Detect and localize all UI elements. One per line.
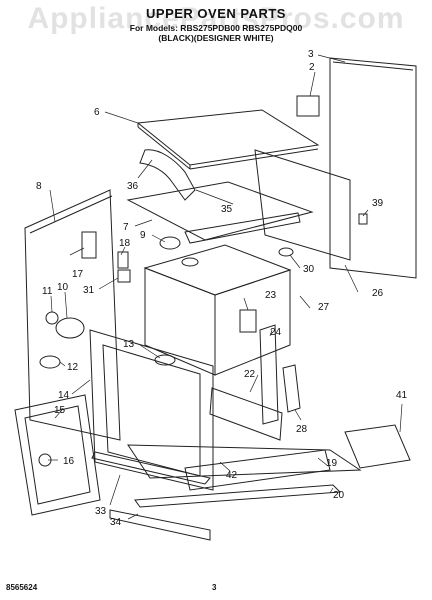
part-blower xyxy=(159,236,181,250)
part-terminal xyxy=(39,355,61,369)
part-slide-rail xyxy=(209,387,283,441)
part-hinge xyxy=(154,354,176,366)
part-grommet xyxy=(278,247,294,257)
part-door-gasket-inner xyxy=(24,405,91,505)
part-bottom-panel xyxy=(127,444,362,479)
part-cover xyxy=(344,424,411,469)
part-middle-plate xyxy=(126,181,314,241)
callout-23: 23 xyxy=(265,290,277,301)
callout-13: 13 xyxy=(123,339,135,350)
part-lower-panel xyxy=(184,449,331,491)
part-left-side-panel xyxy=(24,189,121,441)
callout-35: 35 xyxy=(221,204,233,215)
callout-8: 8 xyxy=(36,181,42,192)
callout-14: 14 xyxy=(58,390,70,401)
callout-28: 28 xyxy=(296,424,308,435)
callout-2: 2 xyxy=(309,62,315,73)
callout-33: 33 xyxy=(95,506,107,517)
callout-7: 7 xyxy=(123,222,129,233)
page-title: UPPER OVEN PARTS xyxy=(146,6,286,21)
part-rear-side-panel xyxy=(329,57,417,279)
callout-22: 22 xyxy=(244,369,256,380)
callout-12: 12 xyxy=(67,362,79,373)
part-screw xyxy=(358,213,368,225)
part-bottom-trim xyxy=(109,509,211,541)
part-cavity-port xyxy=(181,257,199,267)
model-colors: (BLACK)(DESIGNER WHITE) xyxy=(158,33,274,43)
callout-34: 34 xyxy=(110,517,122,528)
part-trim-strip xyxy=(91,451,211,485)
part-top-panel xyxy=(136,109,320,166)
part-front-frame-inner xyxy=(102,344,201,477)
part-switch xyxy=(81,231,97,259)
page-number: 3 xyxy=(212,583,217,592)
callout-labels: 3 2 6 36 35 7 9 8 17 18 31 11 10 12 13 1… xyxy=(36,49,408,528)
callout-20: 20 xyxy=(333,490,345,501)
part-light-lens xyxy=(55,317,85,339)
callout-30: 30 xyxy=(303,264,315,275)
part-kick-panel xyxy=(134,484,342,508)
callout-36: 36 xyxy=(127,181,139,192)
callout-42: 42 xyxy=(226,470,238,481)
part-probe-plate xyxy=(239,309,257,333)
part-oven-cavity-side xyxy=(214,269,291,376)
callout-41: 41 xyxy=(396,390,408,401)
callout-10: 10 xyxy=(57,282,69,293)
document-number: 8565624 xyxy=(6,583,38,592)
part-connector xyxy=(117,269,131,283)
part-latch xyxy=(282,364,301,413)
part-duct xyxy=(139,149,196,201)
callout-19: 19 xyxy=(326,458,338,469)
callout-16: 16 xyxy=(63,456,75,467)
part-front-frame xyxy=(89,329,214,491)
callout-9: 9 xyxy=(140,230,146,241)
part-bracket xyxy=(296,95,320,117)
model-numbers: For Models: RBS275PDB00 RBS275PDQ00 xyxy=(129,23,303,33)
callout-11: 11 xyxy=(42,286,53,297)
part-back-panel xyxy=(254,149,351,261)
part-oven-cavity-top xyxy=(143,244,292,296)
callout-6: 6 xyxy=(94,107,100,118)
part-plate-flange xyxy=(184,212,301,244)
callout-39: 39 xyxy=(372,198,384,209)
callout-3: 3 xyxy=(308,49,314,60)
callout-17: 17 xyxy=(72,269,84,280)
callout-26: 26 xyxy=(372,288,384,299)
callout-15: 15 xyxy=(54,405,66,416)
callout-27: 27 xyxy=(318,302,330,313)
callout-24: 24 xyxy=(270,327,282,338)
part-light-socket xyxy=(45,311,59,325)
callout-18: 18 xyxy=(119,238,131,249)
part-clip xyxy=(117,251,129,269)
part-door-gasket xyxy=(14,394,101,516)
callout-31: 31 xyxy=(83,285,95,296)
watermark: AppliancePartsPros.com xyxy=(27,2,405,35)
part-right-rail xyxy=(259,324,279,425)
